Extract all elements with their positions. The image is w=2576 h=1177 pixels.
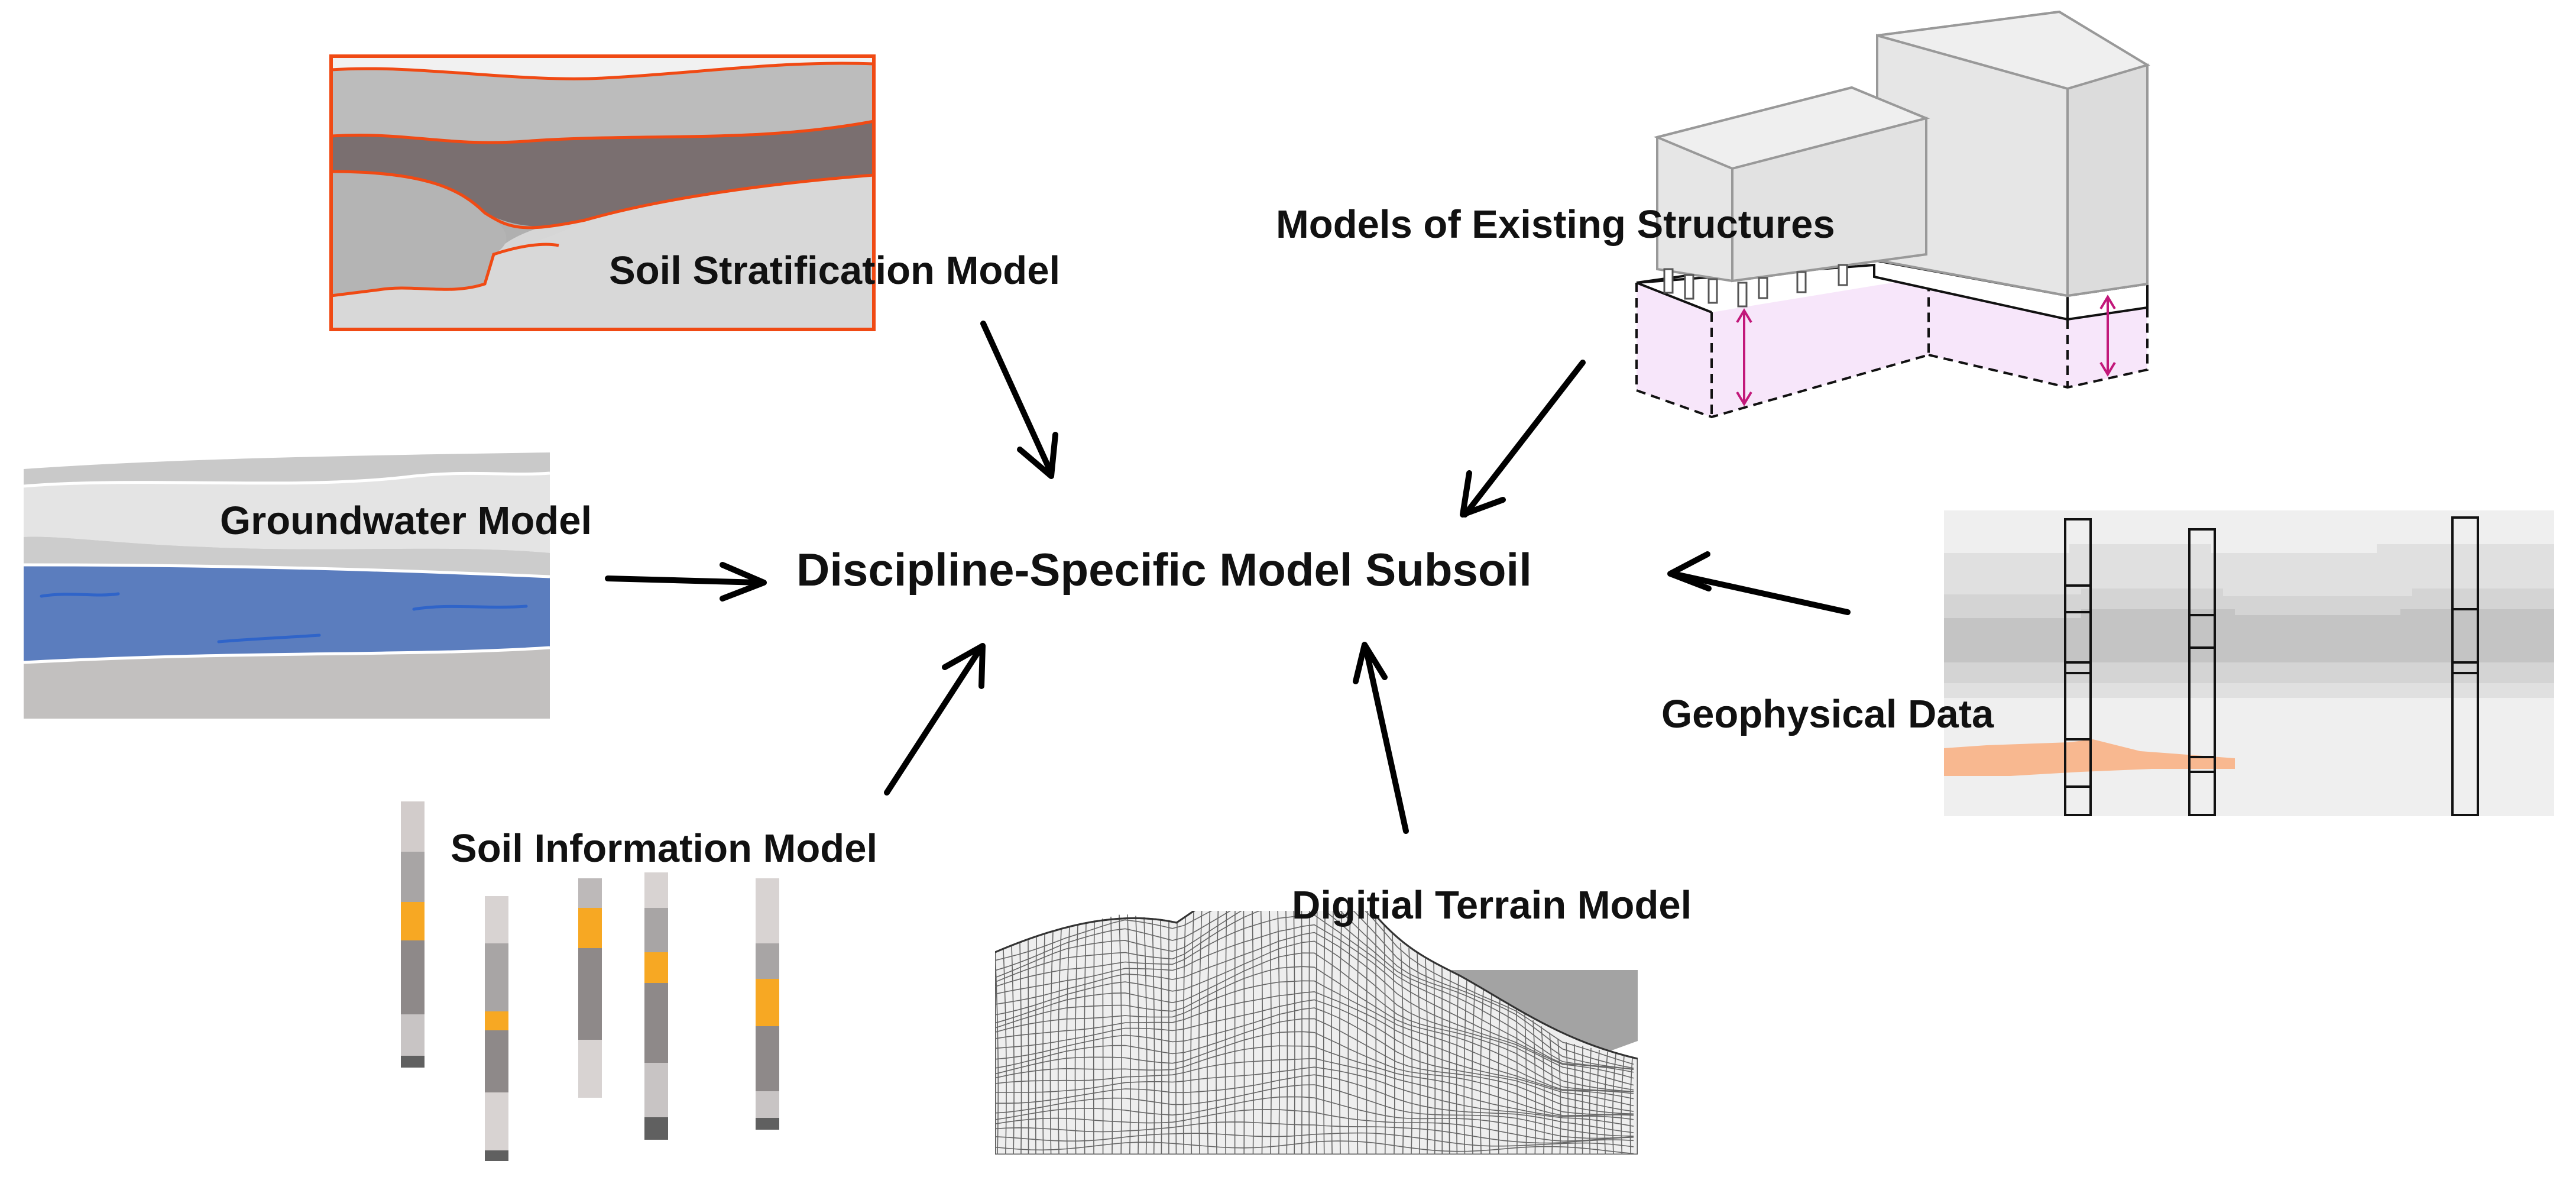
label-geophysical: Geophysical Data bbox=[1661, 692, 1994, 736]
label-groundwater: Groundwater Model bbox=[220, 499, 592, 543]
arrow-from-groundwater bbox=[605, 562, 767, 602]
flow-arrows bbox=[605, 321, 1851, 834]
arrow-from-existing-structures bbox=[1460, 360, 1586, 518]
arrow-from-geophysical bbox=[1667, 551, 1851, 615]
terrain-mesh-image bbox=[995, 911, 1638, 1155]
soil-stratification-image bbox=[329, 54, 876, 331]
central-model-label: Discipline-Specific Model Subsoil bbox=[796, 544, 1532, 596]
label-terrain: Digitial Terrain Model bbox=[1292, 883, 1692, 927]
geophysical-data-image bbox=[1944, 510, 2554, 816]
label-existing-structures: Models of Existing Structures bbox=[1276, 202, 1835, 247]
arrow-from-stratification bbox=[980, 321, 1058, 479]
arrow-from-terrain bbox=[1353, 642, 1409, 834]
groundwater-model-image bbox=[23, 452, 550, 719]
label-soil-stratification: Soil Stratification Model bbox=[609, 248, 1060, 293]
existing-structures-image bbox=[1635, 10, 2150, 419]
soil-information-borehole-logs bbox=[401, 801, 779, 1161]
arrow-from-soil-information bbox=[884, 643, 986, 796]
label-soil-information: Soil Information Model bbox=[451, 826, 877, 871]
